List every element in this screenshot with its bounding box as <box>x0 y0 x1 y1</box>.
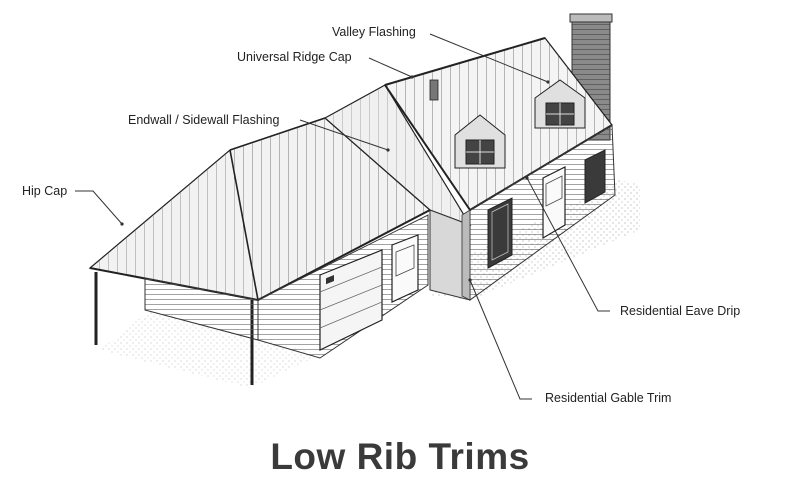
dormer-left <box>454 114 506 169</box>
leader-ridge-cap <box>368 57 413 78</box>
dormer-right <box>534 79 586 129</box>
leader-eave-drip <box>526 177 610 312</box>
garage-walls <box>144 214 429 359</box>
label-residential-eave-drip: Residential Eave Drip <box>620 304 741 318</box>
main-roof <box>384 37 613 211</box>
front-door <box>542 166 566 240</box>
garage-door <box>319 249 383 351</box>
garage-entry-door <box>391 234 419 303</box>
leader-hip-cap <box>75 190 123 225</box>
window-right <box>584 149 606 204</box>
leader-endwall-flashing <box>299 119 389 151</box>
vent-pipe <box>429 79 439 101</box>
label-residential-gable-trim: Residential Gable Trim <box>545 391 672 405</box>
label-valley-flashing: Valley Flashing <box>332 25 416 39</box>
leader-gable-trim <box>469 279 532 400</box>
leader-valley-flashing <box>429 33 549 83</box>
ground-shadow-carport <box>100 310 320 388</box>
leader-arrows <box>120 75 550 282</box>
label-hip-cap: Hip Cap <box>22 184 68 198</box>
main-house-wall <box>461 124 616 301</box>
hip-roof-left <box>88 117 432 301</box>
window-left <box>487 197 513 269</box>
label-endwall-sidewall-flashing: Endwall / Sidewall Flashing <box>128 113 280 127</box>
label-universal-ridge-cap: Universal Ridge Cap <box>237 50 352 64</box>
diagram-title: Low Rib Trims <box>270 436 530 477</box>
leader-lines <box>75 33 610 400</box>
